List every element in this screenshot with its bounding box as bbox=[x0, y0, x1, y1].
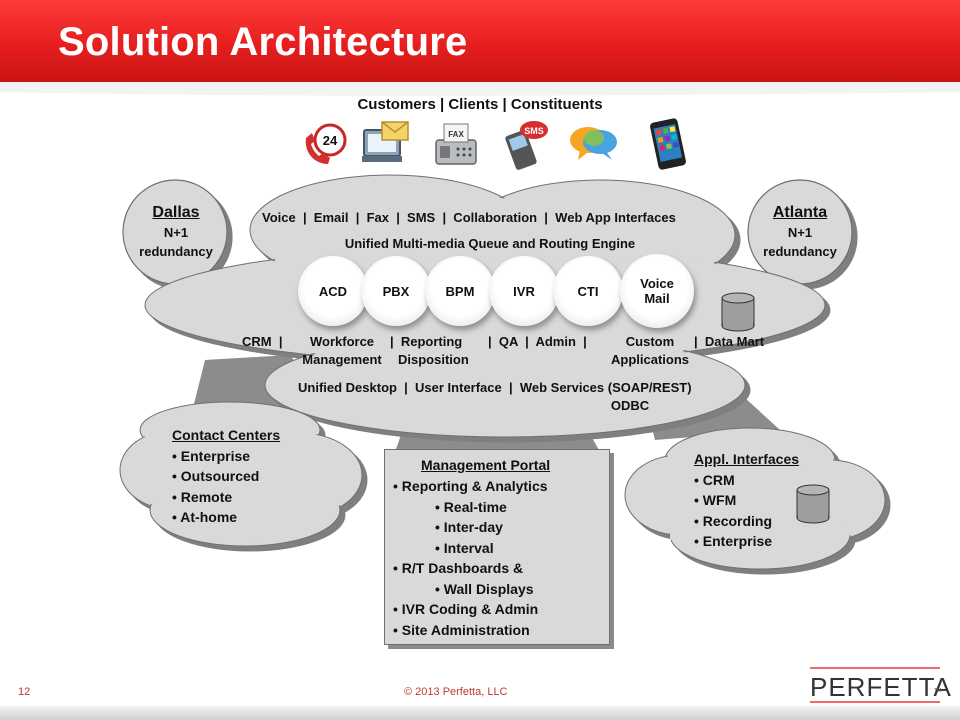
svg-text:FAX: FAX bbox=[448, 130, 464, 139]
app-disposition: Disposition bbox=[398, 352, 469, 367]
app-management: Management bbox=[302, 352, 382, 367]
diagram-subtitle: Customers | Clients | Constituents bbox=[357, 96, 603, 113]
contact-centers-cloud bbox=[119, 401, 363, 547]
odbc-label: ODBC bbox=[610, 398, 650, 413]
contact-centers-item: • Enterprise bbox=[172, 448, 251, 464]
app-crm: CRM | bbox=[242, 334, 283, 349]
portal-line: • Real-time bbox=[435, 499, 507, 515]
portal-line: • Reporting & Analytics bbox=[393, 478, 548, 494]
module-pbx: PBX bbox=[361, 256, 431, 326]
portal-line: • Inter-day bbox=[435, 519, 503, 535]
svg-text:SMS: SMS bbox=[524, 126, 544, 136]
phone-24-icon: 24 bbox=[305, 123, 347, 164]
logo-text: PERFETTA bbox=[810, 672, 952, 702]
portal-line: • Site Administration bbox=[393, 622, 530, 638]
appl-interfaces-item: • WFM bbox=[694, 492, 737, 508]
appl-interfaces-item: • CRM bbox=[694, 472, 735, 488]
page-number: 12 bbox=[18, 686, 31, 698]
smartphone-icon bbox=[650, 118, 686, 170]
module-ivr: IVR bbox=[489, 256, 559, 326]
app-data-mart: | Data Mart bbox=[694, 334, 765, 349]
contact-centers-item: • At-home bbox=[172, 509, 238, 525]
database-icon-core bbox=[721, 292, 755, 332]
computer-email-icon bbox=[362, 121, 409, 162]
appl-interfaces-item-label: CRM bbox=[702, 472, 735, 488]
database-icon-appl bbox=[796, 484, 830, 524]
routing-engine-label: Unified Multi-media Queue and Routing En… bbox=[344, 236, 636, 251]
copyright: © 2013 Perfetta, LLC bbox=[404, 686, 508, 698]
module-voice-mail: Voice Mail bbox=[620, 254, 694, 328]
module-cti: CTI bbox=[553, 256, 623, 326]
app-reporting: | Reporting bbox=[390, 334, 463, 349]
title-banner bbox=[0, 0, 960, 82]
fax-icon: FAX bbox=[435, 123, 477, 165]
dallas-redundancy: redundancy bbox=[139, 244, 213, 259]
app-qa-admin: | QA | Admin | bbox=[488, 334, 587, 349]
channels-row: Voice | Email | Fax | SMS | Collaboratio… bbox=[262, 210, 676, 225]
atlanta-label: Atlanta bbox=[772, 204, 828, 221]
app-workforce: Workforce bbox=[309, 334, 375, 349]
appl-interfaces-item-label: WFM bbox=[702, 492, 737, 508]
appl-interfaces-item-label: Enterprise bbox=[702, 533, 773, 549]
appl-interfaces-title: Appl. Interfaces bbox=[694, 451, 800, 467]
channel-icons: 24 FAX SMS bbox=[290, 118, 710, 178]
svg-text:24: 24 bbox=[323, 133, 338, 148]
contact-centers-item: • Outsourced bbox=[172, 468, 260, 484]
module-voice-mail-label: Voice Mail bbox=[640, 276, 674, 306]
contact-centers-item-label: Outsourced bbox=[180, 468, 260, 484]
portal-line: • IVR Coding & Admin bbox=[393, 601, 539, 617]
contact-centers-item-label: Enterprise bbox=[180, 448, 251, 464]
app-applications: Applications bbox=[610, 352, 689, 367]
portal-line: • Wall Displays bbox=[435, 581, 534, 597]
desktop-row: Unified Desktop | User Interface | Web S… bbox=[298, 380, 692, 395]
appl-interfaces-item: • Recording bbox=[694, 513, 773, 529]
portal-line: • Interval bbox=[435, 540, 494, 556]
logo-tm: TM bbox=[934, 688, 942, 694]
contact-centers-title: Contact Centers bbox=[172, 427, 281, 443]
module-bpm: BPM bbox=[425, 256, 495, 326]
perfetta-logo: PERFETTA TM bbox=[810, 666, 952, 704]
management-portal-title: Management Portal bbox=[421, 457, 551, 473]
atlanta-n1: N+1 bbox=[787, 225, 813, 240]
app-custom: Custom bbox=[625, 334, 675, 349]
banner-curve bbox=[0, 82, 960, 96]
management-portal-box: Management Portal • Reporting & Analytic… bbox=[384, 449, 610, 645]
chat-bubbles-icon bbox=[570, 127, 617, 160]
appl-interfaces-item: • Enterprise bbox=[694, 533, 773, 549]
sms-phone-icon: SMS bbox=[505, 121, 548, 170]
page-title: Solution Architecture bbox=[58, 20, 468, 64]
module-acd: ACD bbox=[298, 256, 368, 326]
appl-interfaces-item-label: Recording bbox=[702, 513, 773, 529]
contact-centers-item-label: Remote bbox=[180, 489, 233, 505]
contact-centers-item: • Remote bbox=[172, 489, 233, 505]
logo-lines bbox=[810, 667, 940, 703]
dallas-n1: N+1 bbox=[163, 225, 189, 240]
contact-centers-item-label: At-home bbox=[180, 509, 238, 525]
portal-line: • R/T Dashboards & bbox=[393, 560, 524, 576]
dallas-label: Dallas bbox=[152, 204, 200, 221]
atlanta-redundancy: redundancy bbox=[763, 244, 837, 259]
footer-bar bbox=[0, 706, 960, 720]
